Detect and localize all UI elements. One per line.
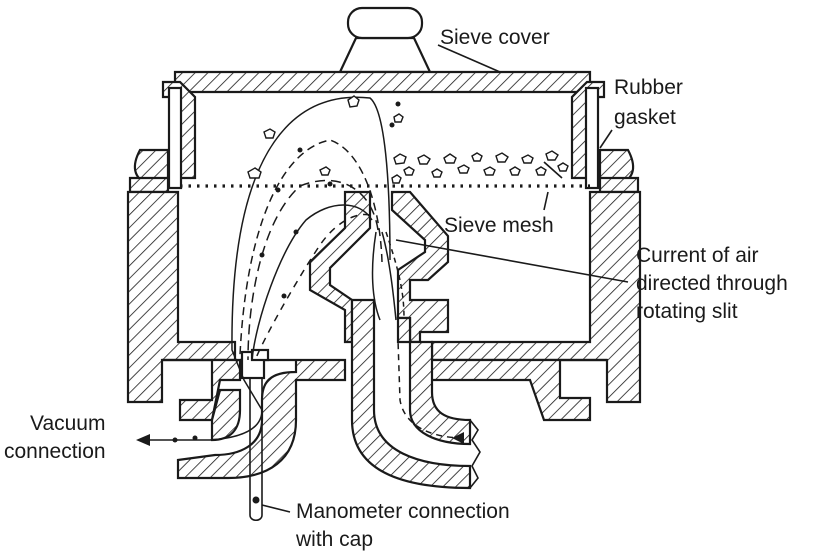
label-rubber-gasket-line1: Rubber	[614, 76, 683, 99]
cover-knob	[338, 6, 432, 74]
label-vacuum-line1: Vacuum	[30, 412, 105, 435]
leader-lines	[261, 44, 629, 513]
label-rubber-gasket-line2: gasket	[614, 106, 676, 129]
label-manometer-line1: Manometer connection	[296, 500, 510, 523]
label-manometer-line2: with cap	[295, 528, 373, 551]
label-sieve-cover: Sieve cover	[440, 26, 550, 49]
sieve-cover	[161, 70, 606, 180]
label-sieve-mesh: Sieve mesh	[444, 214, 554, 237]
air-flow-paths	[136, 96, 465, 446]
label-current-air-line2: directed through	[636, 272, 788, 295]
housing	[126, 190, 642, 422]
sieve-particles	[247, 95, 569, 184]
label-vacuum-line2: connection	[4, 440, 106, 463]
label-current-air-line3: rotating slit	[636, 300, 738, 323]
rubber-gasket-left	[128, 148, 170, 194]
rubber-gasket-right	[598, 148, 640, 194]
label-current-air-line1: Current of air	[636, 244, 759, 267]
air-inlet-pipe	[350, 298, 481, 490]
sieve-frame	[167, 86, 600, 190]
